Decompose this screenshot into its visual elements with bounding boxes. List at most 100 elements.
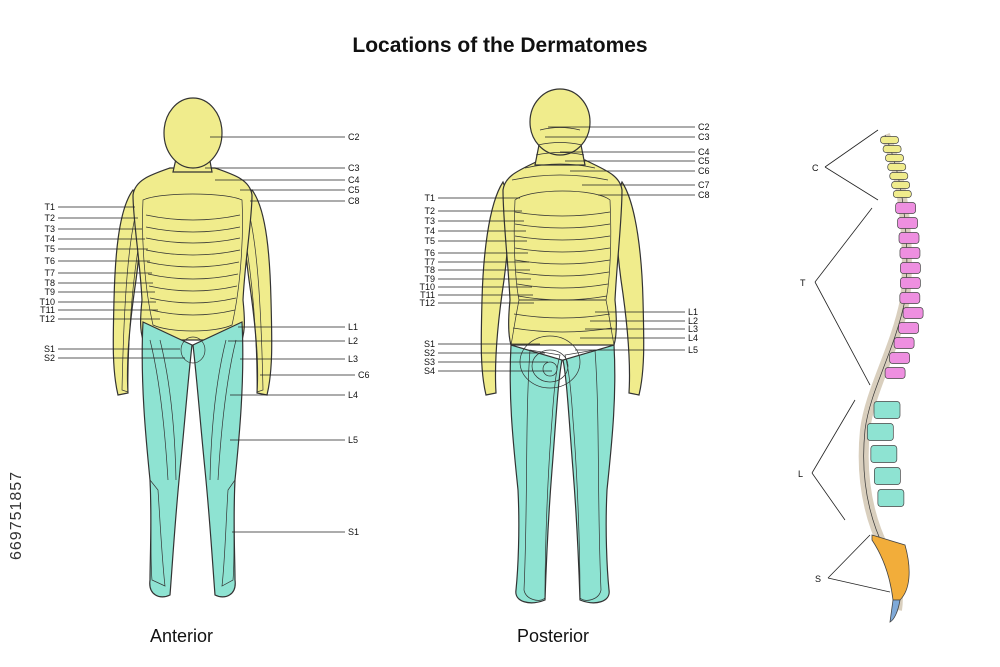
spine-bracket-top-t (814, 207, 873, 283)
posterior-label-c6: C6 (698, 166, 710, 176)
anterior-label-l1: L1 (348, 322, 358, 332)
posterior-label-c2: C2 (698, 122, 710, 132)
spine-bracket-bottom-t (814, 281, 871, 386)
posterior-label-left-s3: S3 (424, 357, 435, 367)
posterior-left-leg (509, 344, 563, 604)
anterior-label-c8: C8 (348, 196, 360, 206)
posterior-head (529, 88, 591, 156)
spine-bracket-top-c (824, 129, 879, 168)
anterior-leg-lines (149, 339, 237, 481)
vertebra-22 (874, 467, 901, 485)
anterior-right-arm-t1 (242, 204, 264, 393)
anterior-label-left-t3: T3 (44, 224, 55, 234)
anterior-right-leg (192, 321, 244, 598)
vertebra-23 (877, 489, 905, 507)
anterior-label-left-s2: S2 (44, 353, 55, 363)
posterior-torso (502, 159, 623, 346)
vertebra-12 (900, 277, 921, 289)
posterior-label-l3: L3 (688, 324, 698, 334)
vertebra-1 (882, 145, 902, 153)
posterior-label-left-s1: S1 (424, 339, 435, 349)
anterior-label-c4: C4 (348, 175, 360, 185)
posterior-label: Posterior (517, 626, 590, 646)
anterior-figure (112, 97, 273, 598)
anterior-left-leg (141, 321, 193, 598)
anterior-label-left-t4: T4 (44, 234, 55, 244)
anterior-left-foot-s1 (149, 478, 166, 587)
vertebra-7 (895, 202, 916, 214)
posterior-label-left-t9: T9 (424, 274, 435, 284)
anterior-label-c2: C2 (348, 132, 360, 142)
posterior-thoracic-bands (512, 211, 613, 333)
posterior-label-left-s2: S2 (424, 348, 435, 358)
anterior-thoracic-bands (145, 214, 241, 316)
anterior-label-left-t5: T5 (44, 244, 55, 254)
vertebra-4 (889, 172, 909, 180)
vertebra-8 (897, 217, 918, 229)
anterior-label-left-s1: S1 (44, 344, 55, 354)
vertebra-14 (902, 307, 924, 319)
posterior-label-c8: C8 (698, 190, 710, 200)
posterior-label-left-t2: T2 (424, 206, 435, 216)
posterior-label-left-t3: T3 (424, 216, 435, 226)
posterior-figure (480, 88, 645, 604)
posterior-label-left-t7: T7 (424, 257, 435, 267)
anterior-label-c3: C3 (348, 163, 360, 173)
anterior-label: Anterior (150, 626, 214, 646)
spine-bracket-bottom-l (811, 472, 846, 521)
anterior-label-c6: C6 (358, 370, 370, 380)
anterior-label-left-t8: T8 (44, 278, 55, 288)
posterior-left-leg-s1 (523, 349, 561, 601)
anterior-label-left-t6: T6 (44, 256, 55, 266)
anterior-label-left-t12: T12 (39, 314, 55, 324)
vertebra-11 (900, 262, 921, 274)
vertebra-16 (893, 337, 915, 349)
vertebra-6 (892, 190, 912, 198)
posterior-label-left-t10: T10 (419, 282, 435, 292)
anterior-label-left-t1: T1 (44, 202, 55, 212)
posterior-label-c7: C7 (698, 180, 710, 190)
posterior-back-thoracic (513, 190, 612, 301)
spine-label-c: C (812, 163, 819, 173)
spine-bracket-bottom-c (824, 166, 879, 201)
vertebra-5 (891, 181, 910, 189)
coccyx (889, 599, 901, 623)
posterior-label-left-t5: T5 (424, 236, 435, 246)
anterior-head (163, 97, 223, 169)
spine-bracket-top-l (811, 399, 856, 474)
posterior-neck-lines (511, 127, 609, 181)
posterior-label-left-t4: T4 (424, 226, 435, 236)
anterior-label-left-t11: T11 (40, 305, 55, 315)
posterior-label-c5: C5 (698, 156, 710, 166)
anterior-label-l2: L2 (348, 336, 358, 346)
posterior-label-c4: C4 (698, 147, 710, 157)
spine-label-s: S (815, 574, 821, 584)
anterior-label-left-t9: T9 (44, 287, 55, 297)
anterior-label-l5: L5 (348, 435, 358, 445)
anterior-label-left-t10: T10 (39, 297, 55, 307)
anterior-genital-sacral (180, 336, 206, 364)
anterior-right-foot-s1 (221, 478, 236, 587)
spine-label-l: L (798, 469, 803, 479)
posterior-label-left-s4: S4 (424, 366, 435, 376)
vertebra-9 (898, 232, 920, 244)
posterior-right-leg-s1 (564, 349, 602, 601)
vertebra-18 (884, 367, 906, 379)
anterior-left-arm-t1 (121, 204, 143, 393)
posterior-right-leg (562, 344, 616, 604)
posterior-label-left-t12: T12 (419, 298, 435, 308)
vertebra-17 (889, 352, 910, 364)
vertebra-15 (898, 322, 919, 334)
anterior-label-s1: S1 (348, 527, 359, 537)
vertebrae (866, 136, 924, 623)
posterior-label-l2: L2 (688, 316, 698, 326)
anterior-label-l3: L3 (348, 354, 358, 364)
anterior-label-left-t2: T2 (44, 213, 55, 223)
anterior-label-left-t7: T7 (44, 268, 55, 278)
anterior-label-c5: C5 (348, 185, 360, 195)
vertebra-13 (899, 292, 921, 304)
